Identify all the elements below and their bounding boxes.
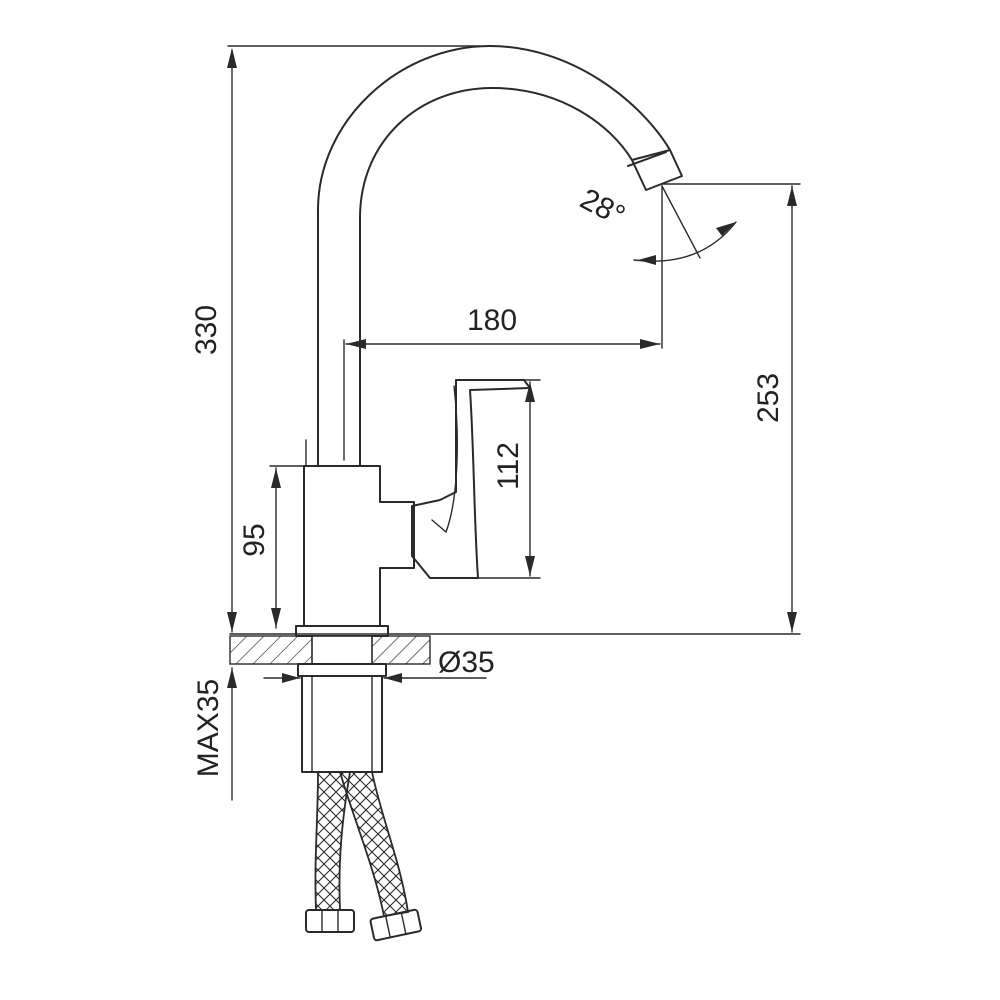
faucet-body	[303, 439, 415, 627]
lever-handle	[411, 379, 531, 579]
mounting-assembly	[229, 625, 431, 773]
dimension-body-height: 95	[238, 523, 271, 556]
supply-hoses	[305, 771, 422, 942]
dimension-lines	[227, 45, 801, 801]
spout	[317, 45, 683, 467]
dimension-max-deck-thickness: MAX35	[192, 679, 225, 777]
dimension-spout-height: 253	[752, 373, 785, 423]
dimension-hole-diameter: Ø35	[438, 646, 495, 679]
dimension-spout-reach: 180	[467, 304, 517, 337]
dimension-total-height: 330	[190, 305, 223, 355]
dimension-spout-angle: 28°	[575, 182, 631, 232]
dimension-handle-height: 112	[492, 442, 525, 490]
